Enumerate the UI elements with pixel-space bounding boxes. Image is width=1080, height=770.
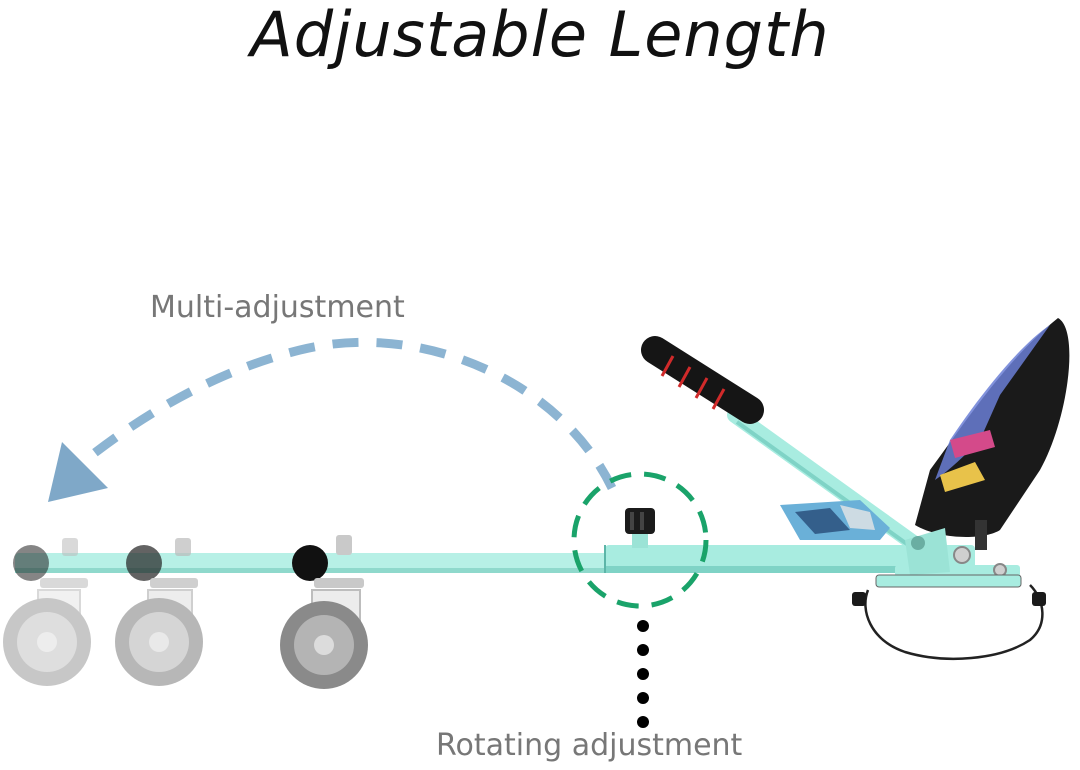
dotted-pointer [637,620,649,728]
rotation-focus-ring [571,471,709,609]
caster-wheel-icon [3,538,91,686]
page-title: Adjustable Length [250,0,830,71]
steering-arm [727,407,938,564]
arrow-head [48,442,108,502]
adjustment-knob-icon [625,508,655,548]
footrest [780,500,890,540]
frame-bar [15,545,1020,577]
curved-dashed-arrow-icon [48,337,617,502]
caster-wheel-icon [115,538,203,686]
seat-bracket [905,528,1007,577]
rotating-adjustment-label: Rotating adjustment [436,728,743,763]
multi-adjustment-label: Multi-adjustment [150,290,405,325]
handle-grip-icon [641,336,764,424]
caster-wheel-icon [280,535,368,689]
seat-icon [915,318,1070,550]
foot-strap [852,574,1046,660]
